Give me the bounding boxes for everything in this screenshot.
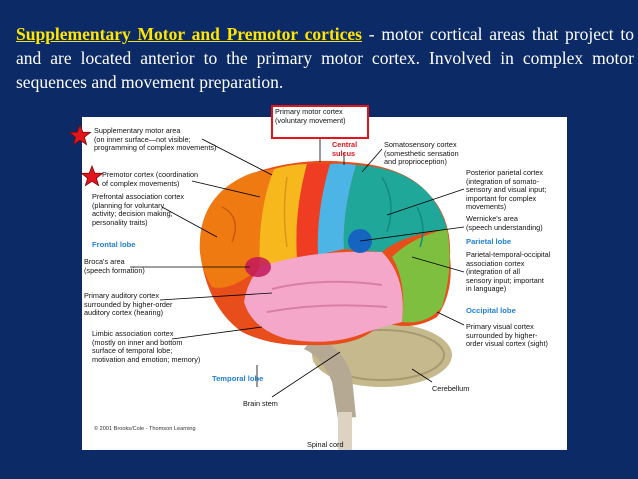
temporal-region xyxy=(244,251,403,342)
occipital-region xyxy=(392,229,450,323)
broca-label: Broca's area (speech formation) xyxy=(84,257,145,275)
primary-motor-highlight-box xyxy=(271,105,369,139)
ptoc-label: Parietal-temporal-occipital association … xyxy=(466,250,551,294)
supplementary-motor-label: Supplementary motor area (on inner surfa… xyxy=(94,126,217,153)
brain-stem-label: Brain stem xyxy=(243,399,278,408)
primary-motor-label: Primary motor cortex (voluntary movement… xyxy=(275,107,346,125)
spinal-cord-shape xyxy=(338,412,352,450)
cerebellum-label: Cerebellum xyxy=(432,384,470,393)
prefrontal-label: Prefrontal association cortex (planning … xyxy=(92,192,185,227)
spinal-cord-label: Spinal cord xyxy=(307,440,344,449)
brain-stem-shape xyxy=(304,337,356,419)
somatosensory-region xyxy=(317,163,356,255)
parietal-region xyxy=(343,165,447,252)
slide-description: - motor cortical areas that project to a… xyxy=(16,24,635,92)
brain-diagram: Primary motor cortex (voluntary movement… xyxy=(82,105,567,450)
slide-text: Supplementary Motor and Premotor cortice… xyxy=(16,22,634,94)
star-icon xyxy=(68,124,92,146)
primary-motor-region xyxy=(296,163,330,257)
premotor-region xyxy=(259,164,307,267)
temporal-lobe-label: Temporal lobe xyxy=(212,374,264,383)
brain-illustration xyxy=(130,138,465,450)
central-sulcus-label: Central sulcus xyxy=(332,140,358,158)
posterior-parietal-label: Posterior parietal cortex (integration o… xyxy=(466,168,547,212)
premotor-label: Premotor cortex (coordination of complex… xyxy=(102,170,199,188)
occipital-lobe-label: Occipital lobe xyxy=(466,306,516,315)
frontal-lobe-label: Frontal lobe xyxy=(92,240,136,249)
parietal-lobe-label: Parietal lobe xyxy=(466,237,512,246)
primary-auditory-label: Primary auditory cortex surrounded by hi… xyxy=(84,291,173,318)
primary-visual-label: Primary visual cortex surrounded by high… xyxy=(466,322,548,349)
somatosensory-label: Somatosensory cortex (somesthetic sensat… xyxy=(384,140,459,167)
copyright-label: © 2001 Brooks/Cole - Thomson Learning xyxy=(94,426,196,432)
limbic-label: Limbic association cortex (mostly on inn… xyxy=(92,329,201,364)
wernicke-label: Wernicke's area (speech understanding) xyxy=(466,214,543,232)
slide-title: Supplementary Motor and Premotor cortice… xyxy=(16,24,362,44)
broca-area-shape xyxy=(245,257,271,277)
star-icon xyxy=(80,165,104,187)
